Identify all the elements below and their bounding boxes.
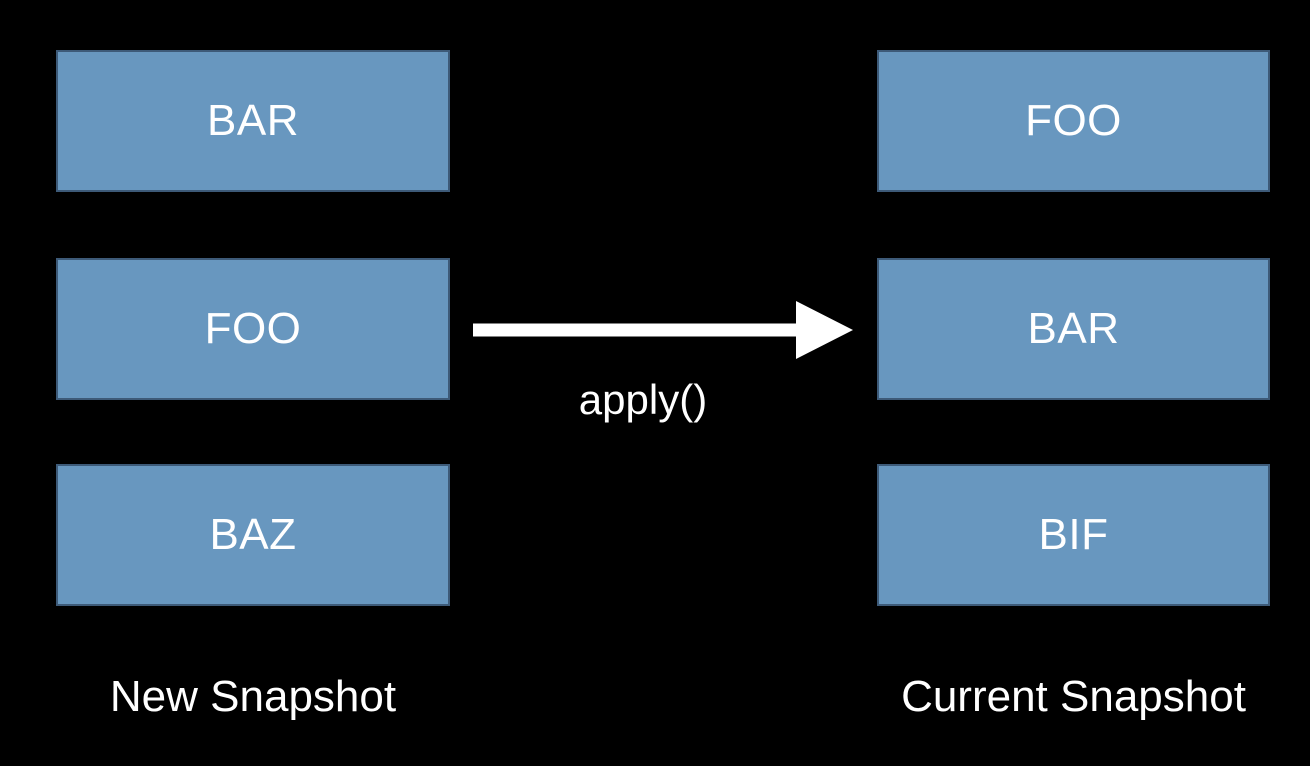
new-snapshot-box-bar-label: BAR xyxy=(207,96,299,145)
current-snapshot-box-foo: FOO xyxy=(877,50,1270,192)
new-snapshot-box-bar: BAR xyxy=(56,50,450,192)
apply-function-label: apply() xyxy=(578,376,708,423)
current-snapshot-box-foo-label: FOO xyxy=(1025,96,1122,145)
new-snapshot-box-baz-label: BAZ xyxy=(209,510,297,559)
new-snapshot-box-foo: FOO xyxy=(56,258,450,400)
new-snapshot-caption: New Snapshot xyxy=(109,672,397,721)
arrow-right-icon xyxy=(473,301,853,359)
current-snapshot-caption: Current Snapshot xyxy=(901,672,1246,721)
current-snapshot-box-bar-label: BAR xyxy=(1027,304,1120,353)
current-snapshot-box-bar: BAR xyxy=(877,258,1270,400)
new-snapshot-box-baz: BAZ xyxy=(56,464,450,606)
new-snapshot-box-foo-label: FOO xyxy=(204,304,302,353)
current-snapshot-box-bif: BIF xyxy=(877,464,1270,606)
current-snapshot-box-bif-label: BIF xyxy=(1038,510,1109,559)
arrow-right-shape xyxy=(473,301,853,359)
